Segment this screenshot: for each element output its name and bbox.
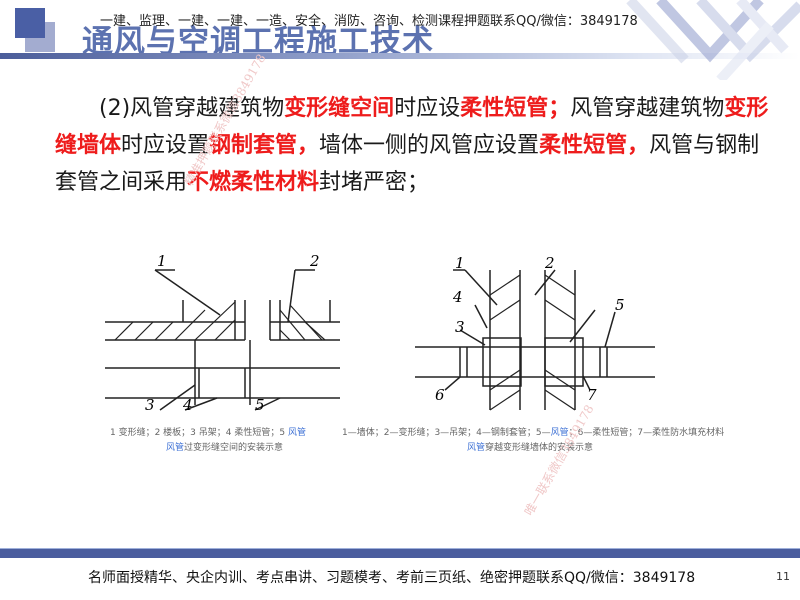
highlight-text: 不燃柔性材料	[187, 170, 320, 195]
body-text: 时应设	[394, 96, 461, 121]
figure-label: 6	[435, 386, 445, 404]
body-text: 封堵严密；	[319, 170, 430, 195]
figure-right-caption: 风管穿越变形缝墙体的安装示意	[467, 443, 594, 453]
figure-label: 3	[455, 318, 465, 336]
header-decor-square-dark	[15, 8, 45, 38]
figure-left-legend: 1 变形缝；2 楼板；3 吊架；4 柔性短管；5 风管	[110, 428, 306, 438]
figure-label: 1	[455, 254, 465, 272]
figure-right-legend: 1—墙体；2—变形缝；3—吊架；4—钢制套管；5—风管；6—柔性短管；7—柔性防…	[342, 428, 725, 438]
highlight-text: 柔性短管，	[539, 133, 650, 158]
body-text: 风管与钢制套管之间采用	[55, 133, 760, 195]
figure-label: 7	[587, 386, 597, 404]
figure-label: 3	[145, 396, 155, 414]
highlight-text: 钢制套管，	[209, 133, 320, 158]
watermark: 唯一联系微信3849178	[521, 402, 597, 518]
footer-bar	[0, 548, 800, 558]
figure-label: 4	[452, 288, 463, 306]
body-text: 时应设置	[121, 133, 210, 158]
footer-text: 名师面授精华、央企内训、考点串讲、习题模考、考前三页纸、绝密押题联系QQ/微信：…	[88, 570, 696, 586]
body-text: 墙体一侧的风管应设置	[319, 133, 540, 158]
figure-label: 5	[255, 396, 265, 414]
figure-label: 1	[157, 252, 167, 270]
figure-label: 2	[309, 252, 320, 270]
header-rule	[0, 53, 800, 59]
figure-label: 5	[615, 296, 625, 314]
header-overlay-text: 一建、监理、一建、一建、一造、安全、消防、咨询、检测课程押题联系QQ/微信：38…	[100, 14, 638, 29]
header-corner-decoration	[626, 0, 800, 80]
highlight-text: 变形缝墙体	[55, 96, 769, 158]
body-text: 风管穿越建筑物	[570, 96, 725, 121]
figure-expansion-joint-wall: 1 2 3 4 5 6 7	[415, 254, 655, 411]
highlight-text: 变形缝空间	[284, 96, 395, 121]
figure-left-caption: 风管过变形缝空间的安装示意	[166, 443, 284, 453]
body-text: (2)风管穿越建筑物	[99, 96, 285, 121]
highlight-text: 柔性短管；	[460, 96, 571, 121]
figure-label: 4	[182, 396, 193, 414]
page-number: 11	[776, 570, 790, 583]
figure-expansion-joint-space: 1 2 3 4 5	[105, 252, 340, 414]
body-paragraph: (2)风管穿越建筑物变形缝空间时应设柔性短管；风管穿越建筑物变形缝墙体时应设置钢…	[55, 90, 770, 201]
figure-label: 2	[544, 254, 555, 272]
